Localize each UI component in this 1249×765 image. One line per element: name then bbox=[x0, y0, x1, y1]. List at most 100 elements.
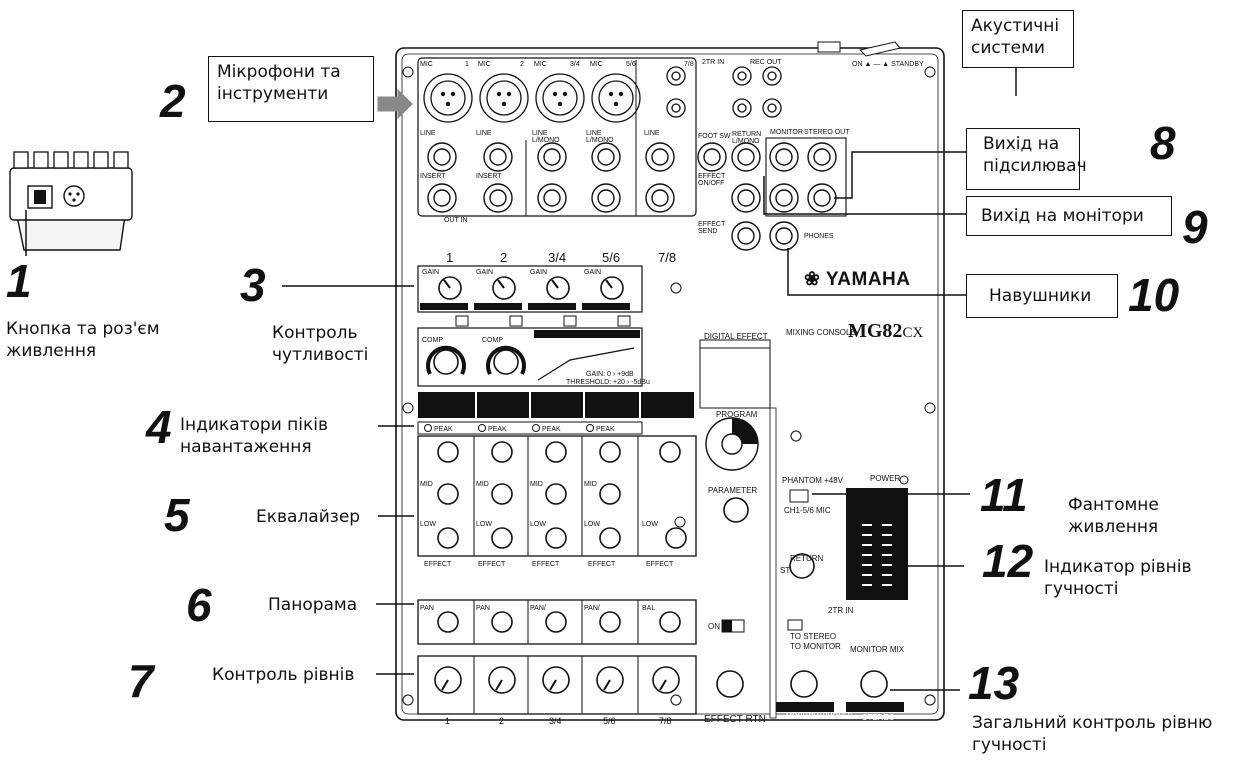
callout-box-9: Вихід на монітори bbox=[966, 196, 1172, 236]
svg-text:LINE: LINE bbox=[644, 130, 660, 137]
svg-text:1: 1 bbox=[446, 250, 453, 265]
stereo-label: STEREO bbox=[862, 713, 895, 722]
callout-box-2: Мікрофони та інструменти bbox=[208, 56, 374, 122]
parameter-label: PARAMETER bbox=[708, 486, 758, 495]
digital-effect-title: DIGITAL EFFECT bbox=[704, 332, 768, 341]
svg-text:5/6: 5/6 bbox=[626, 61, 636, 68]
callout-number-13: 13 bbox=[968, 657, 1020, 709]
svg-text:5/6: 5/6 bbox=[602, 250, 620, 265]
svg-text:EFFECT: EFFECT bbox=[532, 561, 560, 568]
svg-text:THRESHOLD: +20 › -5dBu: THRESHOLD: +20 › -5dBu bbox=[566, 379, 650, 386]
console-label: MIXING CONSOLE bbox=[786, 328, 856, 337]
model-name: MG82CX bbox=[848, 320, 923, 343]
svg-text:2: 2 bbox=[500, 250, 507, 265]
phantom-label: PHANTOM +48V bbox=[782, 476, 843, 485]
svg-text:PAN: PAN bbox=[476, 605, 490, 612]
svg-text:ON ▲ — ▲ STANDBY: ON ▲ — ▲ STANDBY bbox=[852, 61, 924, 68]
svg-text:PHONES: PHONES bbox=[804, 233, 834, 240]
callout-label-1: Кнопка та роз'єм живлення bbox=[6, 319, 160, 361]
svg-text:MIC: MIC bbox=[590, 61, 603, 68]
svg-text:LOW: LOW bbox=[584, 521, 600, 528]
callout-number-7: 7 bbox=[128, 655, 154, 707]
callout-label-7: Контроль рівнів bbox=[212, 665, 355, 685]
fader-label-4: 5/6 bbox=[603, 716, 616, 726]
svg-text:BAL: BAL bbox=[642, 605, 655, 612]
callout-number-2: 2 bbox=[160, 75, 186, 127]
svg-text:EFFECT: EFFECT bbox=[698, 173, 726, 180]
two-tr-in-label: 2TR IN bbox=[828, 606, 854, 615]
callout-number-9: 9 bbox=[1182, 201, 1208, 253]
return-label: RETURN bbox=[790, 554, 824, 563]
svg-text:PAN/: PAN/ bbox=[584, 605, 600, 612]
svg-text:PAN/: PAN/ bbox=[530, 605, 546, 612]
to-stereo-label: TO STEREO bbox=[790, 632, 837, 641]
on-label: ON bbox=[708, 622, 720, 631]
svg-text:LOW: LOW bbox=[642, 521, 658, 528]
svg-text:GAIN: GAIN bbox=[584, 269, 601, 276]
svg-text:2: 2 bbox=[520, 61, 524, 68]
callout-number-3: 3 bbox=[240, 259, 266, 311]
svg-text:3/4: 3/4 bbox=[570, 61, 580, 68]
model-number: MG82 bbox=[848, 320, 903, 342]
fader-label-3: 3/4 bbox=[549, 716, 562, 726]
svg-text:EFFECT: EFFECT bbox=[646, 561, 674, 568]
svg-text:LINE: LINE bbox=[420, 130, 436, 137]
svg-text:INSERT: INSERT bbox=[476, 173, 502, 180]
callout-label-5: Еквалайзер bbox=[256, 507, 361, 527]
callout-label-3: Контроль чутливості bbox=[272, 323, 369, 365]
svg-text:STEREO OUT: STEREO OUT bbox=[804, 129, 850, 136]
svg-text:MIC: MIC bbox=[478, 61, 491, 68]
svg-text:LINE: LINE bbox=[476, 130, 492, 137]
callout-number-8: 8 bbox=[1150, 117, 1176, 169]
svg-text:L/MONO: L/MONO bbox=[532, 137, 560, 144]
svg-text:MID: MID bbox=[584, 481, 597, 488]
callout-label-11: Фантомне живлення bbox=[1068, 495, 1159, 537]
svg-text:EFFECT: EFFECT bbox=[588, 561, 616, 568]
svg-text:PEAK: PEAK bbox=[488, 426, 507, 433]
callout-box-8: Вихід на підсилювач bbox=[966, 128, 1087, 190]
callout-number-1: 1 bbox=[6, 255, 32, 307]
leader-lines bbox=[25, 68, 1017, 691]
callout-box-10: Навушники bbox=[966, 274, 1118, 318]
callout-box-8-top: Акустичні системи bbox=[962, 10, 1074, 68]
svg-text:FOOT SW: FOOT SW bbox=[698, 133, 731, 140]
svg-text:LINE: LINE bbox=[532, 130, 548, 137]
callout-label-4: Індикатори піків навантаження bbox=[180, 415, 329, 457]
callout-label-13: Загальний контроль рівню гучності bbox=[972, 713, 1213, 755]
arrow-icon bbox=[377, 88, 413, 120]
monitor-phones-label: MONITOR/ PHONES bbox=[786, 713, 853, 720]
phantom-sub: CH1-5/6 MIC bbox=[784, 506, 831, 515]
callout-label-6: Панорама bbox=[268, 595, 358, 615]
svg-text:PEAK: PEAK bbox=[596, 426, 615, 433]
brand-glyph-icon: ❀ bbox=[804, 269, 821, 290]
effect-rtn-label: EFFECT RTN bbox=[704, 714, 766, 725]
svg-text:REC OUT: REC OUT bbox=[750, 59, 782, 66]
svg-text:OUT IN: OUT IN bbox=[444, 217, 468, 224]
svg-text:LOW: LOW bbox=[420, 521, 436, 528]
svg-text:COMP: COMP bbox=[422, 337, 443, 344]
svg-text:L/MONO: L/MONO bbox=[732, 138, 760, 145]
st-label: ST bbox=[780, 566, 791, 575]
fader-label-5: 7/8 bbox=[659, 716, 672, 726]
callout-number-6: 6 bbox=[186, 579, 212, 631]
svg-text:PEAK: PEAK bbox=[434, 426, 453, 433]
svg-text:LOW: LOW bbox=[530, 521, 546, 528]
callout-number-5: 5 bbox=[164, 489, 190, 541]
fader-label-2: 2 bbox=[499, 716, 505, 726]
model-suffix: CX bbox=[902, 325, 924, 341]
svg-text:1: 1 bbox=[465, 61, 469, 68]
callout-label-12: Індикатор рівнів гучності bbox=[1044, 557, 1192, 599]
svg-text:LINE: LINE bbox=[586, 130, 602, 137]
to-monitor-label: TO MONITOR bbox=[790, 642, 841, 651]
svg-text:PEAK: PEAK bbox=[542, 426, 561, 433]
svg-text:2TR IN: 2TR IN bbox=[702, 59, 724, 66]
svg-text:MID: MID bbox=[476, 481, 489, 488]
svg-text:3/4: 3/4 bbox=[548, 250, 566, 265]
svg-text:EFFECT: EFFECT bbox=[698, 221, 726, 228]
svg-text:GAIN: GAIN bbox=[530, 269, 547, 276]
svg-text:INSERT: INSERT bbox=[420, 173, 446, 180]
svg-text:ON/OFF: ON/OFF bbox=[698, 180, 724, 187]
svg-text:GAIN: GAIN bbox=[422, 269, 439, 276]
